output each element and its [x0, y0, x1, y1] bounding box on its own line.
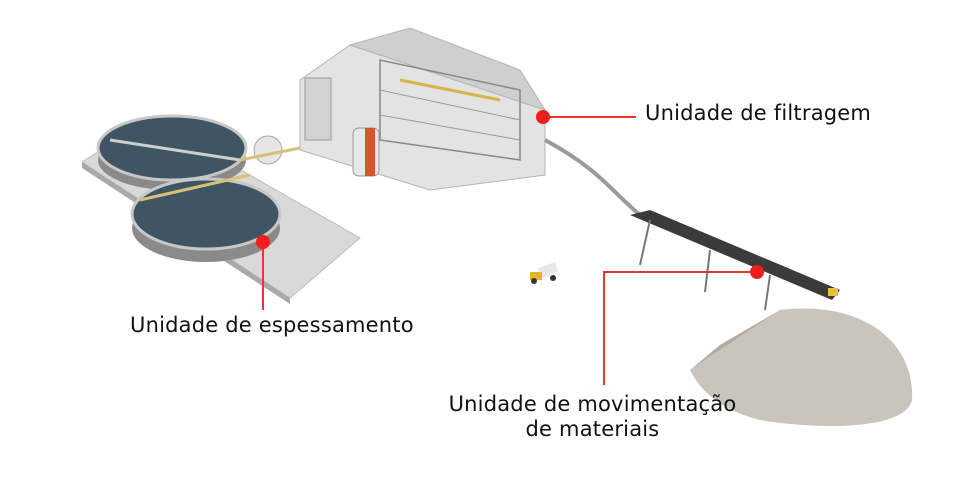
label-materials-handling-unit: Unidade de movimentação de materiais — [445, 392, 740, 442]
callout-dot — [536, 110, 550, 124]
haul-truck — [530, 262, 558, 284]
callout-thickening — [256, 235, 270, 310]
thickener-tank-1 — [96, 114, 248, 190]
label-filtration-unit: Unidade de filtragem — [645, 101, 872, 125]
label-line-2: de materiais — [525, 417, 660, 441]
callout-dot — [256, 235, 270, 249]
label-thickening-unit: Unidade de espessamento — [130, 313, 414, 337]
thickener-area — [81, 114, 361, 304]
filtration-building — [299, 27, 547, 191]
callout-materials-handling — [603, 265, 764, 385]
callout-filtration — [536, 110, 636, 124]
conveyor — [544, 138, 840, 311]
callout-dot — [750, 265, 764, 279]
label-line-1: Unidade de movimentação — [448, 392, 737, 416]
thickener-tank-2 — [130, 173, 282, 262]
stockpile — [690, 308, 913, 426]
